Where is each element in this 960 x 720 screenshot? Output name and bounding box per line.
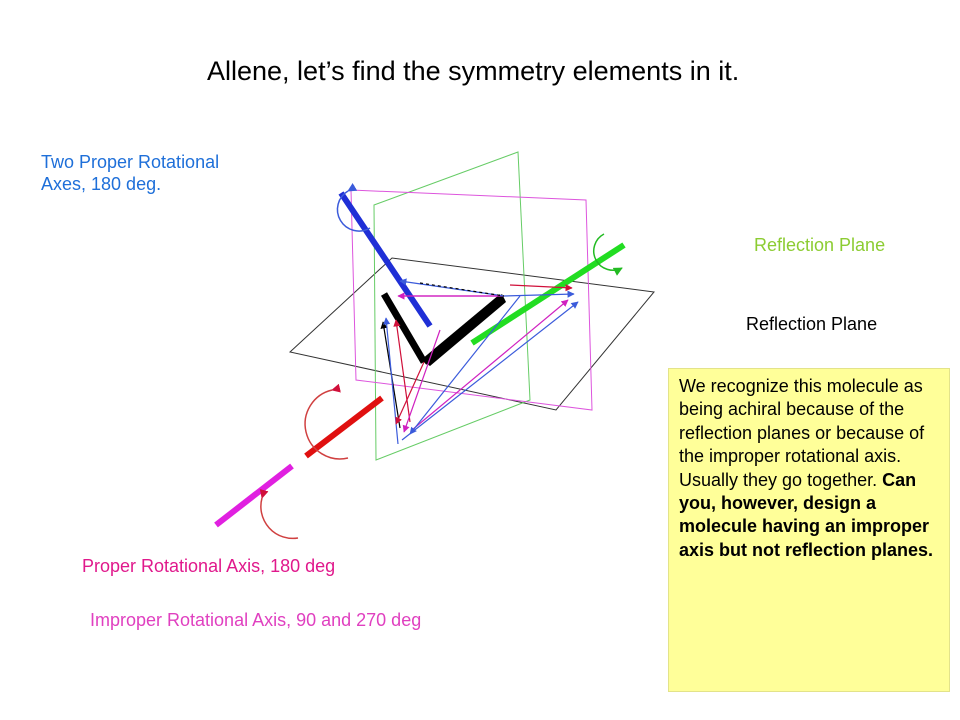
blue-rotation-axis [338, 191, 433, 328]
note-bold-text: Can you, however, design a molecule havi… [679, 469, 934, 560]
note-plain-text: We recognize this molecule as being achi… [679, 376, 925, 490]
reflection-plane-black-label: Reflection Plane [746, 314, 878, 334]
red-rotation-arrow-icon [304, 383, 349, 460]
two-proper-axes-label: Two Proper Rotational Axes, 180 deg. [41, 151, 219, 195]
two-proper-axes-label-line2: Axes, 180 deg. [41, 174, 162, 194]
two-proper-axes-label-line1: Two Proper Rotational [41, 152, 220, 172]
reflection-plane-green-label: Reflection Plane [754, 235, 886, 255]
magenta-rotation-arrow-icon [259, 489, 299, 540]
blue-rotation-arrow-icon [336, 182, 371, 232]
allene-bonds [380, 292, 506, 366]
black-reflection-plane [288, 257, 655, 411]
magenta-reflection-plane [350, 189, 593, 411]
green-rotation-arrow-icon [593, 233, 623, 276]
proper-rotational-axis-label: Proper Rotational Axis, 180 deg [82, 556, 336, 576]
explanation-note: We recognize this molecule as being achi… [668, 368, 950, 692]
substituent-arrows [380, 278, 579, 445]
red-rotation-axis [304, 395, 384, 459]
page-title: Allene, let’s find the symmetry elements… [207, 56, 740, 86]
magenta-rotation-axis [214, 463, 294, 528]
improper-rotational-axis-label: Improper Rotational Axis, 90 and 270 deg [90, 610, 422, 630]
green-reflection-plane [373, 151, 531, 461]
green-rotation-axis [470, 242, 626, 346]
